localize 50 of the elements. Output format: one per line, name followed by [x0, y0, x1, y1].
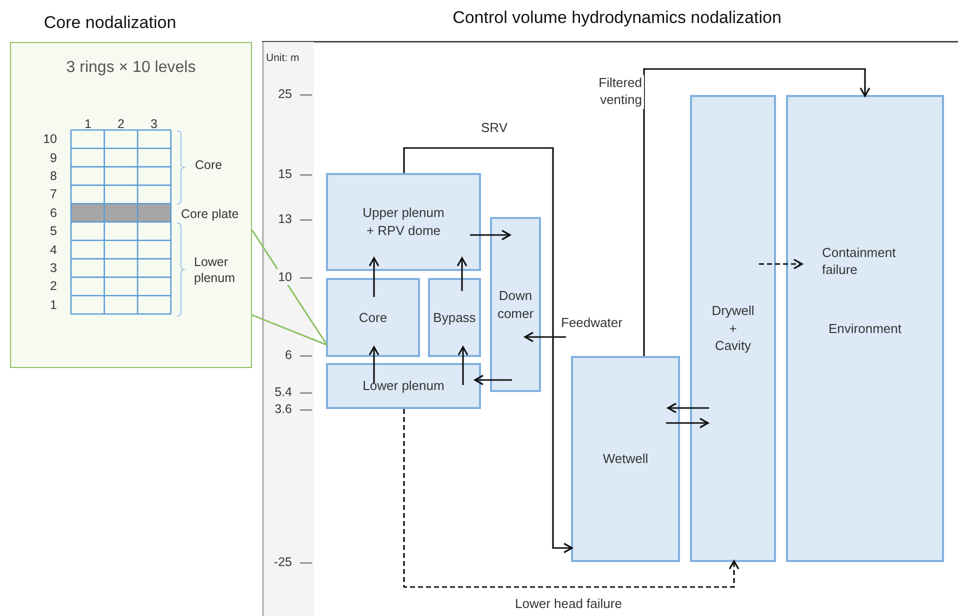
- row-number: 9: [50, 150, 57, 166]
- arrow: [643, 68, 870, 356]
- panel-title: Control volume hydrodynamics nodalization: [452, 7, 782, 29]
- box-label: Lower plenum: [362, 377, 444, 395]
- scale-value: 10: [277, 269, 293, 286]
- arrow: [470, 230, 511, 240]
- box-label: Upper plenum + RPV dome: [362, 204, 446, 240]
- dashed-arrow: [759, 258, 803, 270]
- row-number: 8: [50, 168, 57, 184]
- arrow: [666, 418, 709, 428]
- box-label: Environment: [828, 320, 902, 338]
- column-number: 3: [150, 116, 158, 132]
- row-number: 1: [50, 296, 57, 314]
- arrow: [474, 374, 512, 386]
- row-number: 5: [50, 223, 57, 240]
- box-label: Down comer: [496, 286, 535, 322]
- group-label: Lower plenum: [194, 254, 236, 286]
- box-label: Core: [358, 308, 388, 326]
- arrow: [368, 257, 380, 297]
- arrow: [403, 147, 573, 554]
- box-label: Wetwell: [602, 450, 648, 468]
- vessel-box: [326, 363, 481, 409]
- row-number: 3: [50, 260, 57, 276]
- group-label: Core plate: [181, 206, 239, 222]
- vessel-box: [428, 278, 481, 357]
- row-number: 6: [50, 204, 57, 222]
- callout-pointer: [251, 229, 328, 346]
- row-number: 4: [50, 242, 57, 258]
- containment-box: [690, 95, 776, 562]
- row-number: 2: [50, 278, 57, 295]
- panel-title: Core nodalization: [42, 12, 178, 34]
- arrow: [667, 402, 709, 414]
- environment-box: [786, 95, 944, 562]
- arrow: [458, 346, 468, 385]
- row-number: 7: [50, 186, 57, 203]
- vessel-box: [490, 217, 541, 392]
- arrow: [456, 257, 468, 291]
- dashed-arrow: [403, 409, 740, 588]
- column-number: 2: [116, 116, 126, 132]
- arrow: [524, 332, 566, 342]
- arrow: [368, 346, 380, 383]
- group-label: Core: [195, 157, 222, 174]
- box-label: Bypass: [433, 308, 476, 326]
- column-number: 1: [84, 116, 92, 132]
- containment-box: [571, 356, 680, 562]
- callout-heading: 3 rings × 10 levels: [65, 58, 197, 78]
- vessel-box: [326, 278, 420, 357]
- vessel-box: [326, 173, 481, 271]
- row-number: 10: [43, 131, 57, 148]
- box-label: Drywell + Cavity: [711, 302, 755, 355]
